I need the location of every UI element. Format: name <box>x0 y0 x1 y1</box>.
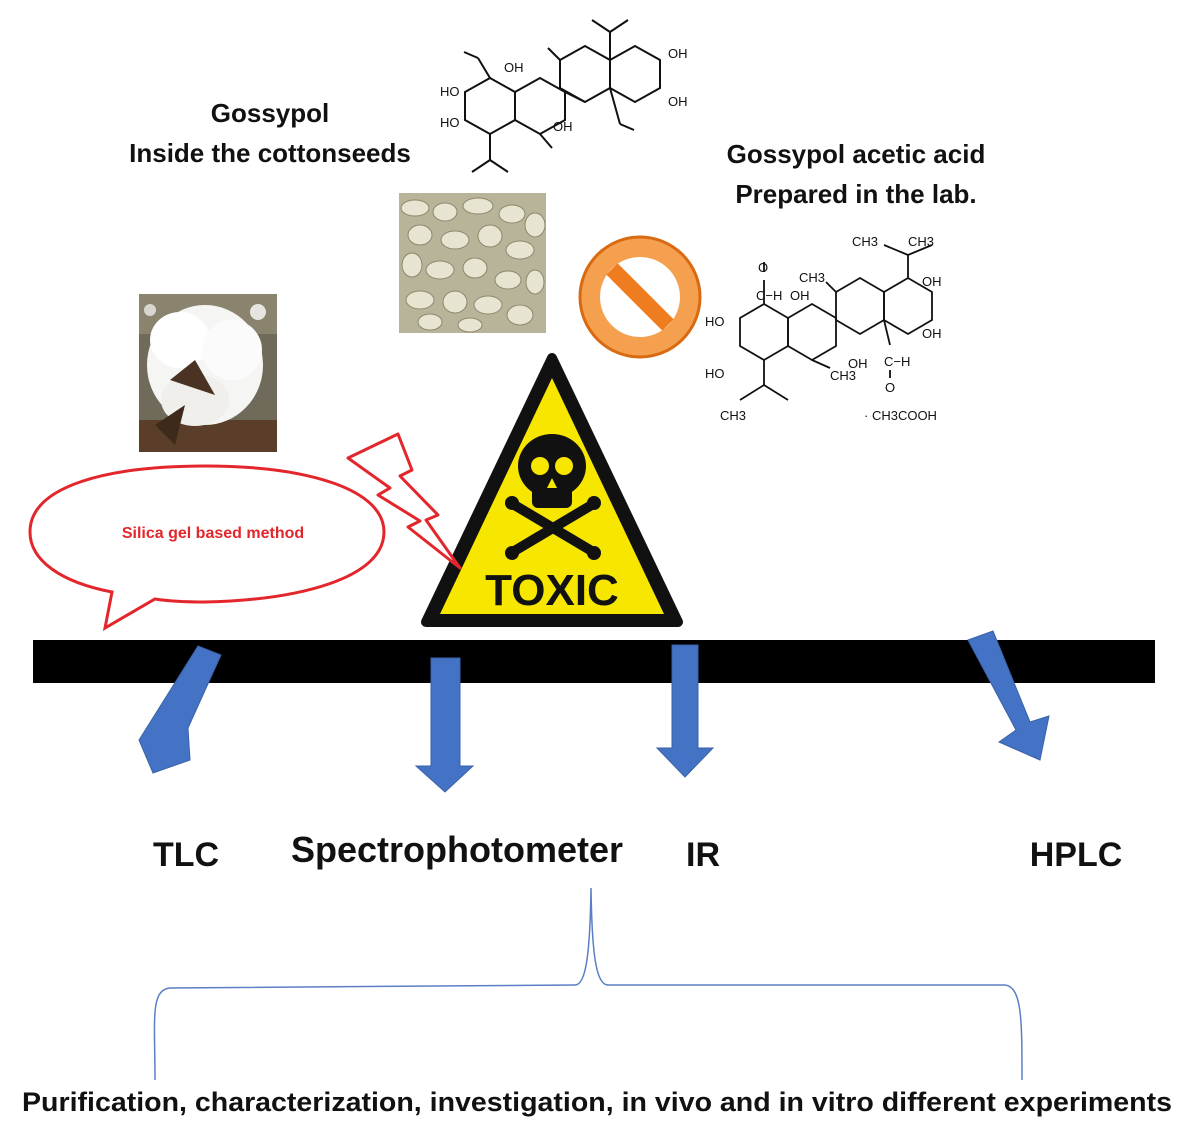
gossypol-title: Gossypol <box>211 98 329 128</box>
acetic-label-ch3-3: CH3 <box>799 270 825 285</box>
callout-bubble <box>28 464 386 631</box>
prohibition-icon <box>578 235 702 359</box>
gossypol-label-oh4: OH <box>668 94 688 109</box>
arrow-spectrophotometer <box>414 657 475 793</box>
gossypol-label-oh2: OH <box>553 119 573 134</box>
acetic-label-oh3: OH <box>922 326 942 341</box>
acetic-label-acetic: · CH3COOH <box>864 408 937 423</box>
acetic-label-ho1: HO <box>705 314 725 329</box>
method-label-spectrophotometer: Spectrophotometer <box>291 829 623 870</box>
skull-crossbones-icon <box>505 434 601 560</box>
acetic-acid-subtitle: Prepared in the lab. <box>735 179 976 209</box>
acetic-label-oh4: OH <box>848 356 868 371</box>
acetic-label-ch3-5: CH3 <box>720 408 746 423</box>
arrow-hplc <box>967 630 1050 761</box>
acetic-label-o1: O <box>758 260 768 275</box>
lightning-bolt-icon <box>346 432 462 570</box>
method-label-hplc: HPLC <box>1030 836 1123 874</box>
acetic-label-ch2: C−H <box>884 354 910 369</box>
acetic-label-ch1: C−H <box>756 288 782 303</box>
footer-text: Purification, characterization, investig… <box>22 1087 1172 1117</box>
acetic-label-ch3-4: CH3 <box>830 368 856 383</box>
acetic-label-oh1: OH <box>790 288 810 303</box>
acetic-acid-structure <box>739 244 933 401</box>
gossypol-label-ho1: HO <box>440 84 460 99</box>
method-label-tlc: TLC <box>153 836 219 874</box>
toxic-warning-sign: TOXIC <box>421 353 683 627</box>
acetic-label-oh2: OH <box>922 274 942 289</box>
callout-text: Silica gel based method <box>122 525 304 542</box>
cottonseed-photo <box>399 193 546 333</box>
gossypol-label-ho2: HO <box>440 115 460 130</box>
gossypol-subtitle: Inside the cottonseeds <box>129 138 411 168</box>
cotton-boll-photo <box>139 294 277 452</box>
arrow-ir <box>655 644 715 778</box>
method-label-ir: IR <box>686 836 720 874</box>
acetic-acid-title: Gossypol acetic acid <box>727 139 986 169</box>
acetic-label-ho2: HO <box>705 366 725 381</box>
acetic-label-o2: O <box>885 380 895 395</box>
acetic-label-ch3-2: CH3 <box>908 234 934 249</box>
gossypol-structure <box>463 19 661 173</box>
arrow-tlc <box>138 645 222 774</box>
acetic-label-ch3-1: CH3 <box>852 234 878 249</box>
gossypol-label-oh3: OH <box>668 46 688 61</box>
gossypol-label-oh1: OH <box>504 60 524 75</box>
toxic-label: TOXIC <box>485 566 619 615</box>
grouping-brace <box>153 887 1023 1081</box>
timeline-bar <box>33 640 1155 683</box>
